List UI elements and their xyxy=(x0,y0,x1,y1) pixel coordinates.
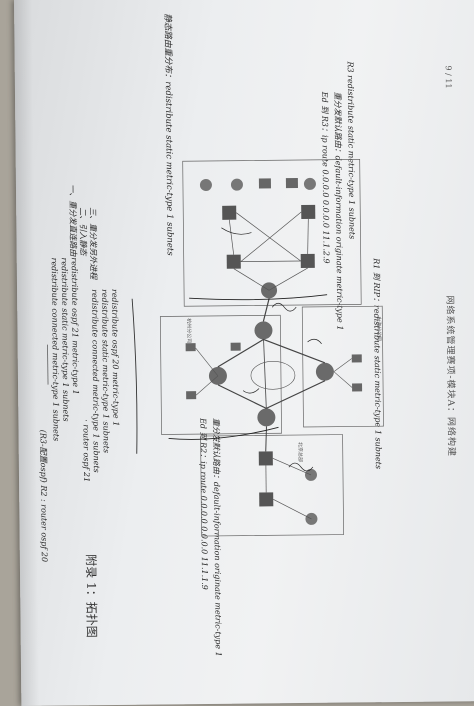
pen-stroke xyxy=(189,294,328,301)
router-icon xyxy=(315,362,334,381)
pc-icon xyxy=(186,391,197,400)
topology-diagram xyxy=(47,159,384,537)
region-box-bottom xyxy=(200,434,344,537)
pc-icon xyxy=(258,178,271,189)
document-page: 9 / 11 网络系统管理赛项-模块A：网络构建 附录 1：拓扑图 (R3-配置… xyxy=(14,0,474,706)
switch-icon xyxy=(258,451,273,466)
pc-icon xyxy=(351,354,362,363)
pc-icon xyxy=(185,343,196,352)
region-box-top xyxy=(182,159,362,307)
device-icon xyxy=(199,179,212,192)
switch-icon xyxy=(226,254,241,269)
region-box-left xyxy=(159,314,282,435)
device-icon xyxy=(303,177,316,190)
pen-stroke xyxy=(307,339,322,345)
pen-stroke xyxy=(288,462,314,472)
router-icon xyxy=(257,408,276,427)
region-box-right xyxy=(301,305,384,428)
switch-icon xyxy=(222,205,237,220)
ospf-cloud xyxy=(250,361,296,390)
pen-stroke xyxy=(168,426,279,440)
pen-stroke xyxy=(271,302,297,312)
pc-icon xyxy=(352,383,363,392)
server-icon xyxy=(230,342,241,351)
router-icon xyxy=(254,321,273,340)
pen-stroke xyxy=(131,298,138,454)
device-icon xyxy=(230,178,243,191)
pc-icon xyxy=(285,178,298,189)
pen-stroke xyxy=(221,227,252,235)
switch-icon xyxy=(300,253,315,269)
switch-icon xyxy=(259,492,274,507)
pen-stroke xyxy=(242,388,260,394)
switch-icon xyxy=(301,204,316,220)
